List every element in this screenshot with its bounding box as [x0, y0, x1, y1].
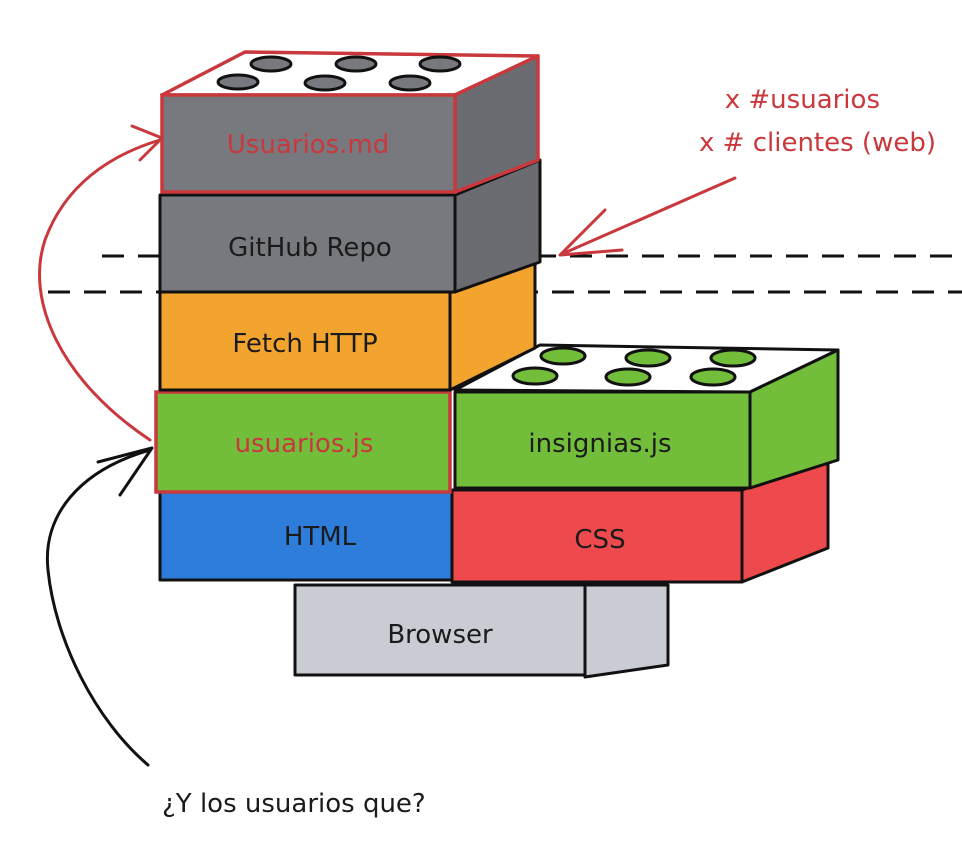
stud — [216, 73, 260, 91]
html-block-face — [158, 490, 454, 582]
stud — [249, 55, 293, 73]
browser-label: Browser — [387, 620, 493, 650]
browser-block — [293, 583, 670, 679]
insignias-js-block-face — [453, 390, 752, 490]
html-label: HTML — [284, 522, 357, 552]
usuarios-md-label: Usuarios.md — [227, 130, 389, 160]
github-repo-label: GitHub Repo — [228, 233, 392, 263]
question-annotation: ¿Y los usuarios que? — [162, 789, 426, 819]
browser-block-side — [583, 583, 670, 679]
github-repo-block — [158, 158, 542, 294]
usuarios-js-label: usuarios.js — [235, 429, 374, 459]
browser-block-face — [293, 583, 587, 677]
github-repo-block-face — [158, 193, 457, 294]
stud — [689, 367, 737, 387]
css-label: CSS — [574, 525, 625, 555]
capacity-arrow — [560, 176, 737, 256]
stud — [303, 74, 347, 92]
stud — [388, 74, 432, 92]
stud — [418, 55, 462, 73]
insignias-js-studs — [511, 346, 757, 387]
stud — [334, 55, 378, 73]
usuarios-js-block — [154, 390, 452, 494]
usuarios-md-studs — [216, 55, 462, 92]
question-arrow-head — [96, 446, 154, 497]
fetch-http-block — [158, 260, 537, 392]
question-arrow — [45, 448, 152, 767]
usuarios-md-block-face — [160, 93, 457, 194]
usuarios-md-block — [160, 50, 540, 194]
red-fetch-arrow — [38, 138, 162, 442]
capacity-annotation-line2: x # clientes (web) — [699, 128, 936, 158]
usuarios-js-block-face — [154, 390, 452, 494]
insignias-js-label: insignias.js — [528, 429, 671, 459]
insignias-js-block — [453, 343, 840, 490]
html-block — [158, 490, 454, 582]
stud — [539, 346, 587, 366]
stud — [624, 348, 672, 368]
stud — [604, 367, 652, 387]
stud — [709, 348, 757, 368]
capacity-annotation-line1: x #usuarios — [725, 85, 880, 115]
stud — [511, 366, 559, 386]
capacity-arrow-head — [558, 208, 624, 257]
red-fetch-arrow-head — [130, 124, 164, 162]
fetch-http-label: Fetch HTTP — [232, 329, 377, 359]
